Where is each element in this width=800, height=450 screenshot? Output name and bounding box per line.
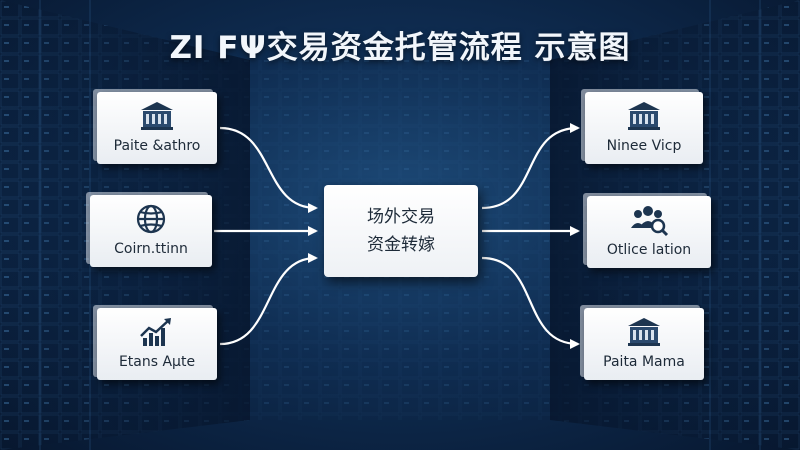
right-node-1: Ninee Vicp	[585, 92, 703, 164]
right-node-2-label: Otlice lation	[606, 242, 692, 258]
right-node-1-label: Ninee Vicp	[606, 138, 682, 154]
people-search-icon	[631, 206, 669, 237]
globe-icon	[136, 204, 166, 234]
right-node-3: Paita Mama	[584, 308, 704, 380]
bank-building-icon	[141, 102, 173, 130]
center-node-line2: 资金转嫁	[367, 235, 435, 255]
left-node-1-label: Paite &athro	[113, 138, 201, 154]
left-node-3: Etans Aµte	[97, 308, 217, 380]
right-node-2: Otlice lation	[587, 196, 711, 268]
left-node-1: Paite &athro	[97, 92, 217, 164]
bank-building-icon	[628, 102, 660, 130]
diagram-title: ΖΙ FΨ交易资金托管流程 示意图	[169, 30, 631, 66]
center-node-otc-fund: 场外交易 资金转嫁	[324, 185, 478, 277]
center-node-line1: 场外交易	[367, 207, 435, 227]
right-node-3-label: Paita Mama	[603, 354, 685, 370]
bank-building-icon	[628, 318, 660, 346]
left-node-2-label: Coirn.ttinn	[114, 241, 188, 257]
growth-chart-icon	[140, 318, 171, 346]
left-node-2: Coirn.ttinn	[90, 195, 212, 267]
left-node-3-label: Etans Aµte	[118, 354, 196, 370]
